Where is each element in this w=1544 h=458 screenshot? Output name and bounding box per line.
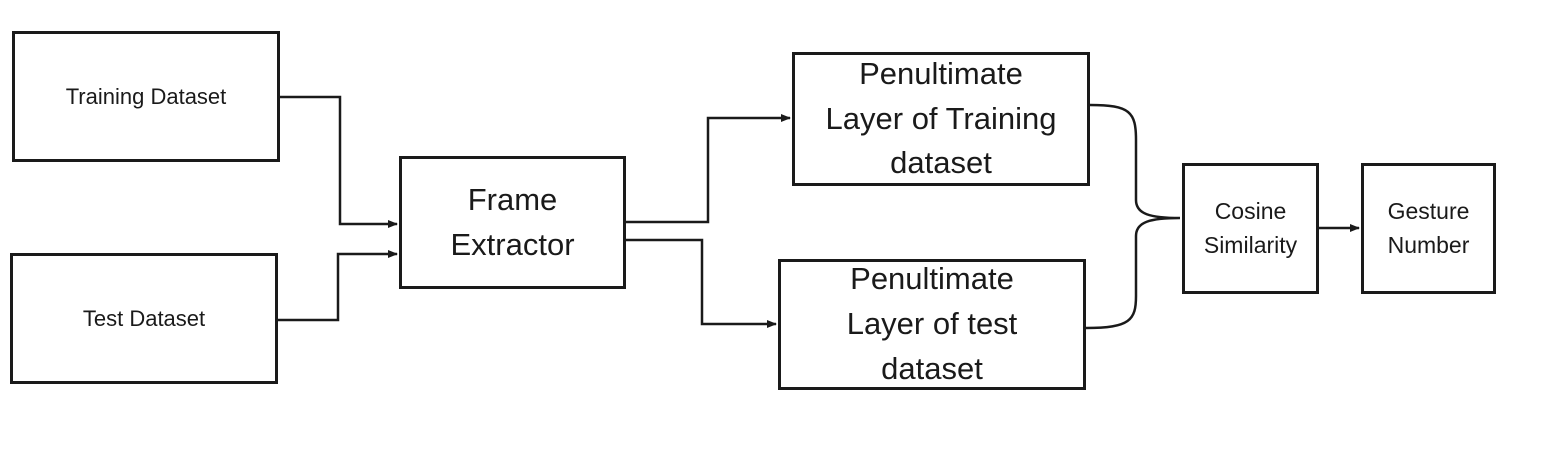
arrow-frame-to-pen-test [626,238,777,328]
node-test-dataset: Test Dataset [10,253,278,384]
node-penultimate-training-label: Penultimate Layer of Training dataset [825,55,1057,181]
brace-merge [1085,103,1181,330]
arrow-test-to-frame [278,250,398,322]
node-penultimate-test-label: Penultimate Layer of test dataset [846,261,1018,386]
node-cosine-similarity-label: Cosine Similarity [1203,198,1298,258]
node-penultimate-training: Penultimate Layer of Training dataset [792,52,1090,186]
node-frame-extractor-label: Frame Extractor [450,181,575,262]
node-penultimate-test: Penultimate Layer of test dataset [778,259,1086,390]
node-test-dataset-label: Test Dataset [82,305,206,331]
node-gesture-number-label: Gesture Number [1387,198,1470,258]
arrow-training-to-frame [280,95,398,228]
node-gesture-number: Gesture Number [1361,163,1496,294]
arrow-frame-to-pen-training [626,114,791,224]
node-training-dataset-label: Training Dataset [65,83,227,109]
node-training-dataset: Training Dataset [12,31,280,162]
node-cosine-similarity: Cosine Similarity [1182,163,1319,294]
node-frame-extractor: Frame Extractor [399,156,626,289]
